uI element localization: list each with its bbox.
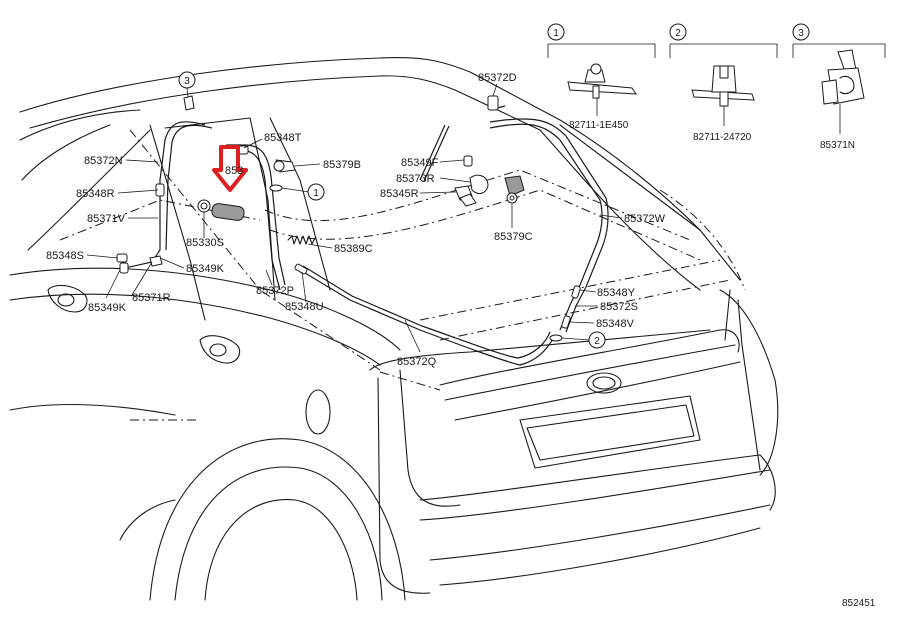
label-85330S: 85330S bbox=[186, 237, 224, 249]
label-85349K-mid: 85349K bbox=[186, 263, 225, 275]
callout-2-hose: 2 bbox=[588, 331, 606, 349]
inset-1-part-number: 82711-1E450 bbox=[569, 120, 629, 131]
label-85348R: 85348R bbox=[76, 188, 115, 200]
diagram-code: 852451 bbox=[842, 598, 876, 609]
nozzle-assembly-roof bbox=[454, 155, 489, 207]
label-85349F: 85349F bbox=[401, 157, 439, 169]
label-85372D: 85372D bbox=[478, 72, 517, 84]
highlight-arrow bbox=[212, 145, 248, 192]
nozzle-85379B bbox=[273, 159, 296, 173]
clamp-82711-1E450-drawing bbox=[567, 63, 637, 99]
label-853-partial: 853 bbox=[225, 165, 243, 177]
label-85345R: 85345R bbox=[380, 188, 419, 200]
label-85348V: 85348V bbox=[596, 318, 635, 330]
label-85372Q: 85372Q bbox=[397, 356, 437, 368]
callout-1-hose: 1 bbox=[307, 183, 325, 201]
svg-text:1: 1 bbox=[313, 188, 319, 199]
washer-pump-85330S bbox=[197, 199, 245, 221]
inset-3: 3 85371N bbox=[792, 23, 886, 151]
label-85371R: 85371R bbox=[132, 292, 171, 304]
label-85379B: 85379B bbox=[323, 159, 361, 171]
label-85348Y: 85348Y bbox=[597, 287, 636, 299]
inset-3-part-number: 85371N bbox=[820, 140, 855, 151]
inset-1: 1 82711-1E450 bbox=[547, 23, 656, 131]
label-85349K-left: 85349K bbox=[88, 302, 127, 314]
label-85348U: 85348U bbox=[285, 301, 324, 313]
label-85371V: 85371V bbox=[87, 213, 126, 225]
label-85348S: 85348S bbox=[46, 250, 84, 262]
svg-text:3: 3 bbox=[798, 28, 804, 39]
svg-text:2: 2 bbox=[594, 336, 600, 347]
label-85372P: 85372P bbox=[256, 285, 294, 297]
leader-lines bbox=[86, 83, 623, 353]
label-85348T: 85348T bbox=[264, 132, 302, 144]
inset-2: 2 82711-24720 bbox=[669, 23, 778, 143]
nozzle-85379C bbox=[504, 175, 525, 204]
car-body bbox=[9, 56, 779, 601]
label-85389C: 85389C bbox=[334, 243, 373, 255]
label-85372S: 85372S bbox=[600, 301, 638, 313]
check-valve-85389C-part bbox=[287, 235, 316, 245]
svg-text:3: 3 bbox=[184, 76, 190, 87]
label-85373R: 85373R bbox=[396, 173, 435, 185]
label-85372W: 85372W bbox=[624, 213, 666, 225]
part-labels: 85372N 85348R 85371V 85348S 85349K 85371… bbox=[46, 72, 666, 368]
hose-85372D-part bbox=[487, 95, 499, 111]
inset-2-part-number: 82711-24720 bbox=[693, 132, 752, 143]
clip-85371N-drawing bbox=[821, 49, 865, 105]
svg-text:1: 1 bbox=[553, 28, 559, 39]
clamp-82711-24720-drawing bbox=[691, 65, 755, 107]
parts bbox=[116, 95, 581, 342]
label-85372N: 85372N bbox=[84, 155, 123, 167]
svg-text:2: 2 bbox=[675, 28, 681, 39]
callout-3-top: 3 bbox=[178, 71, 196, 89]
label-85379C: 85379C bbox=[494, 231, 533, 243]
